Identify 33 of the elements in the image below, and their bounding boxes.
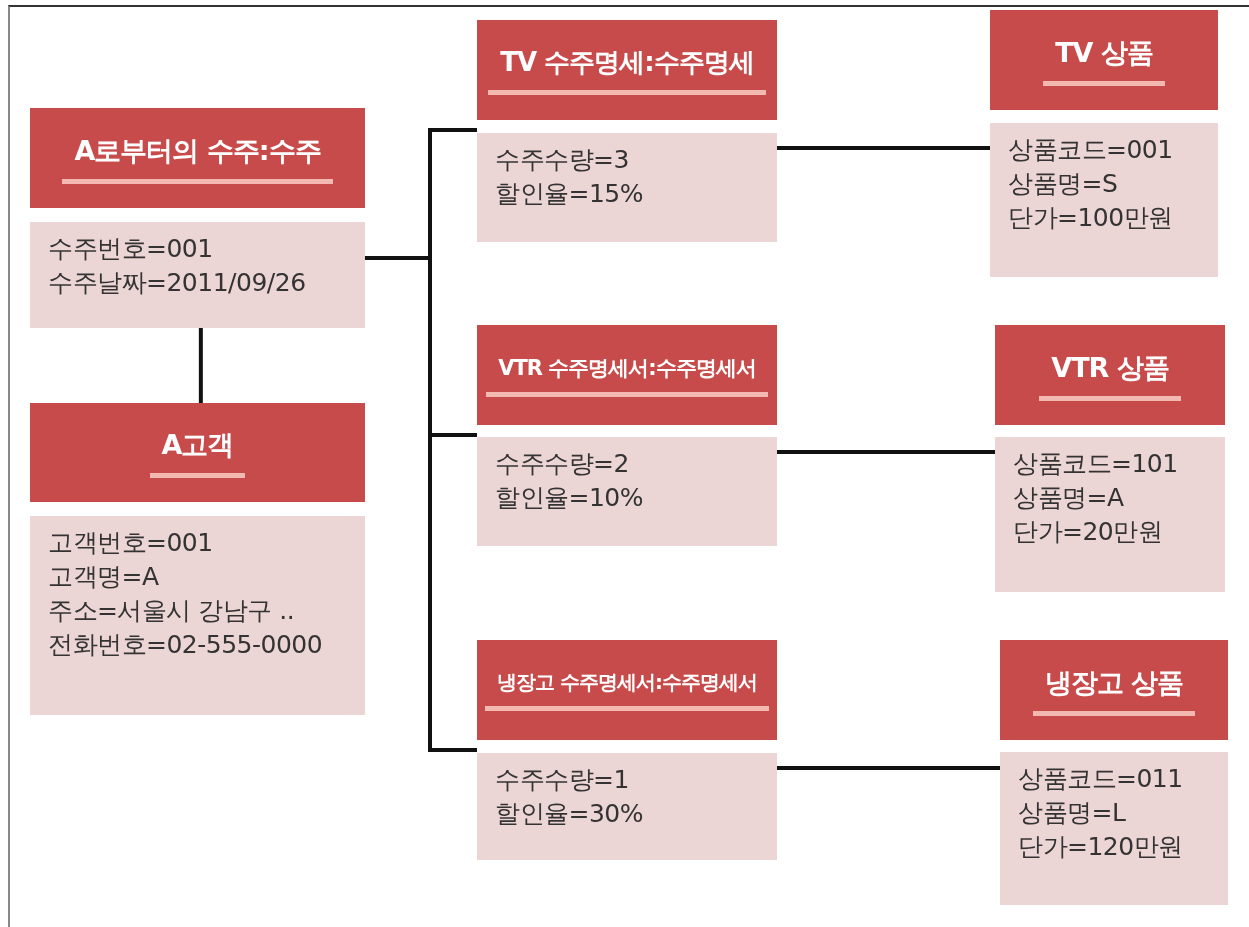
connector-line — [198, 328, 203, 403]
attribute-text: 전화번호=02-555-0000 — [48, 629, 324, 661]
attribute-text: 단가=120만원 — [1018, 831, 1184, 863]
class-name: VTR 수주명세서:수주명세서 — [486, 353, 768, 397]
class-name: TV 수주명세:수주명세 — [488, 45, 766, 95]
attribute-text: 상품명=S — [1008, 168, 1119, 200]
attribute-text: 상품명=L — [1018, 797, 1127, 829]
connector-line — [777, 450, 995, 454]
attribute-text: 상품코드=011 — [1018, 763, 1184, 795]
attribute-text: 고객명=A — [48, 561, 160, 593]
attribute-text: 할인율=30% — [495, 798, 644, 830]
class-name: 냉장고 수주명세서:수주명세서 — [485, 669, 769, 711]
attribute-text: 할인율=15% — [495, 178, 644, 210]
attribute-text: 상품명=A — [1013, 482, 1125, 514]
class-name: TV 상품 — [1043, 34, 1165, 86]
attribute-text: 수주날짜=2011/09/26 — [48, 267, 307, 299]
class-name: A로부터의 수주:수주 — [62, 132, 333, 184]
attribute-text: 수주번호=001 — [48, 233, 214, 265]
attribute-text: 상품코드=001 — [1008, 134, 1174, 166]
connector-line — [777, 146, 990, 150]
class-name: VTR 상품 — [1039, 349, 1181, 401]
attribute-text: 수주수량=3 — [495, 144, 630, 176]
connector-line — [777, 766, 1000, 770]
class-name: A고객 — [149, 427, 246, 478]
class-name: 냉장고 상품 — [1032, 664, 1196, 716]
attribute-text: 주소=서울시 강남구 .. — [48, 595, 296, 627]
attribute-text: 수주수량=1 — [495, 764, 630, 796]
attribute-text: 상품코드=101 — [1013, 448, 1179, 480]
attribute-text: 고객번호=001 — [48, 527, 214, 559]
attribute-text: 단가=20만원 — [1013, 516, 1164, 548]
attribute-text: 단가=100만원 — [1008, 202, 1174, 234]
attribute-text: 할인율=10% — [495, 482, 644, 514]
attribute-text: 수주수량=2 — [495, 448, 630, 480]
